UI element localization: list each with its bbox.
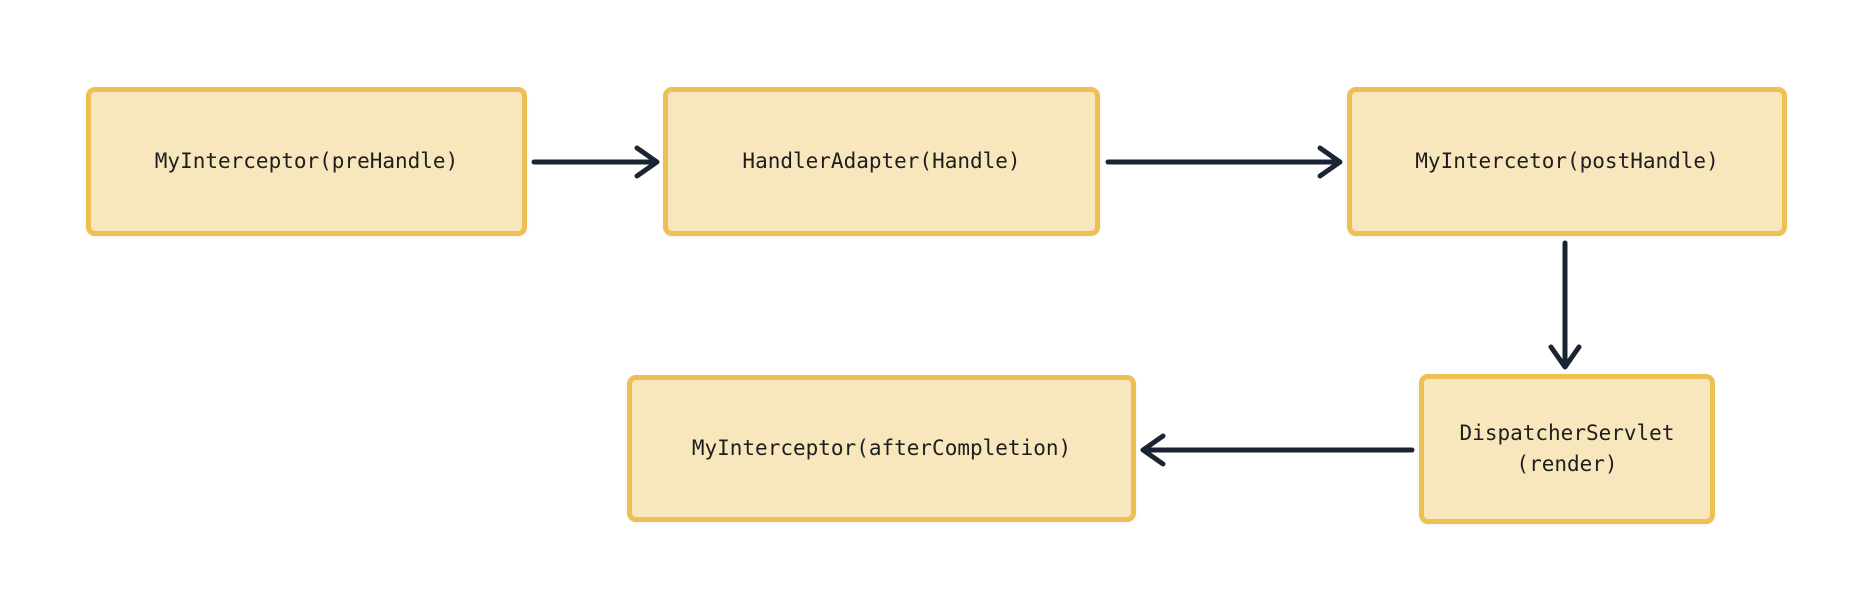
node-dispatcherservlet-render[interactable]: DispatcherServlet (render) (1419, 374, 1715, 524)
arrow-dispatcherservlet-to-aftercompletion[interactable] (1140, 433, 1415, 467)
node-handleradapter-handle[interactable]: HandlerAdapter(Handle) (663, 87, 1100, 236)
node-myinterceptor-prehandle[interactable]: MyInterceptor(preHandle) (86, 87, 527, 236)
arrow-posthandle-to-dispatcherservlet[interactable] (1548, 240, 1582, 370)
node-label-handleradapter: HandlerAdapter(Handle) (742, 149, 1021, 173)
node-label-aftercompletion: MyInterceptor(afterCompletion) (691, 436, 1072, 460)
node-label-dispatcherservlet: DispatcherServlet (render) (1459, 421, 1675, 476)
node-label-prehandle: MyInterceptor(preHandle) (154, 149, 459, 173)
node-label-posthandle: MyIntercetor(postHandle) (1415, 149, 1719, 173)
arrow-handleradapter-to-posthandle[interactable] (1105, 145, 1343, 179)
node-myinterceptor-aftercompletion[interactable]: MyInterceptor(afterCompletion) (627, 375, 1136, 522)
node-myintercetor-posthandle[interactable]: MyIntercetor(postHandle) (1347, 87, 1787, 236)
arrow-prehandle-to-handleradapter[interactable] (531, 145, 660, 179)
